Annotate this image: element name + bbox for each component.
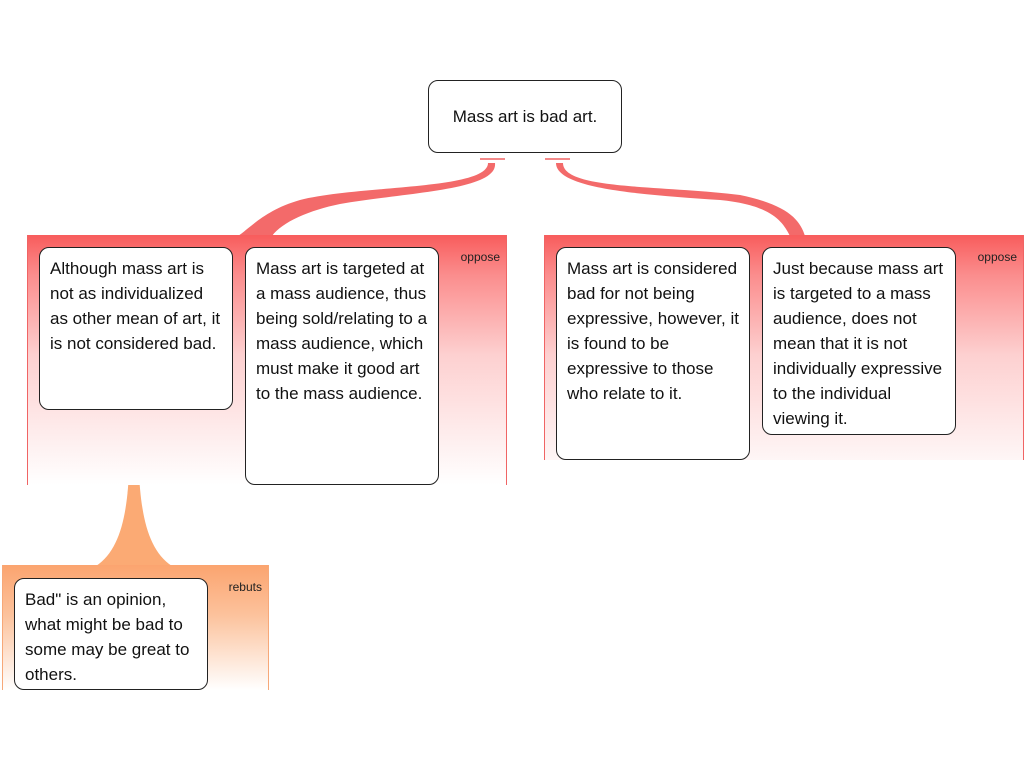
claim-box[interactable]: Mass art is bad art.	[428, 80, 622, 153]
premise-box[interactable]: Just because mass art is targeted to a m…	[762, 247, 956, 435]
premise-text: Mass art is targeted at a mass audience,…	[256, 259, 428, 403]
claim-text: Mass art is bad art.	[452, 107, 598, 126]
premise-box[interactable]: Mass art is considered bad for not being…	[556, 247, 750, 460]
oppose-connector-right	[556, 163, 805, 236]
group-label-rebuts: rebuts	[228, 580, 262, 594]
premise-box[interactable]: Although mass art is not as individualiz…	[39, 247, 233, 410]
rebuttal-text: Bad" is an opinion, what might be bad to…	[25, 590, 190, 684]
premise-text: Mass art is considered bad for not being…	[567, 259, 739, 403]
group-label-oppose: oppose	[977, 250, 1017, 264]
rebuttal-box[interactable]: Bad" is an opinion, what might be bad to…	[14, 578, 208, 690]
premise-text: Just because mass art is targeted to a m…	[773, 259, 944, 428]
premise-box[interactable]: Mass art is targeted at a mass audience,…	[245, 247, 439, 485]
rebut-connector	[96, 420, 172, 566]
group-label-oppose: oppose	[460, 250, 500, 264]
oppose-connector-left	[238, 163, 496, 236]
premise-text: Although mass art is not as individualiz…	[50, 259, 221, 353]
